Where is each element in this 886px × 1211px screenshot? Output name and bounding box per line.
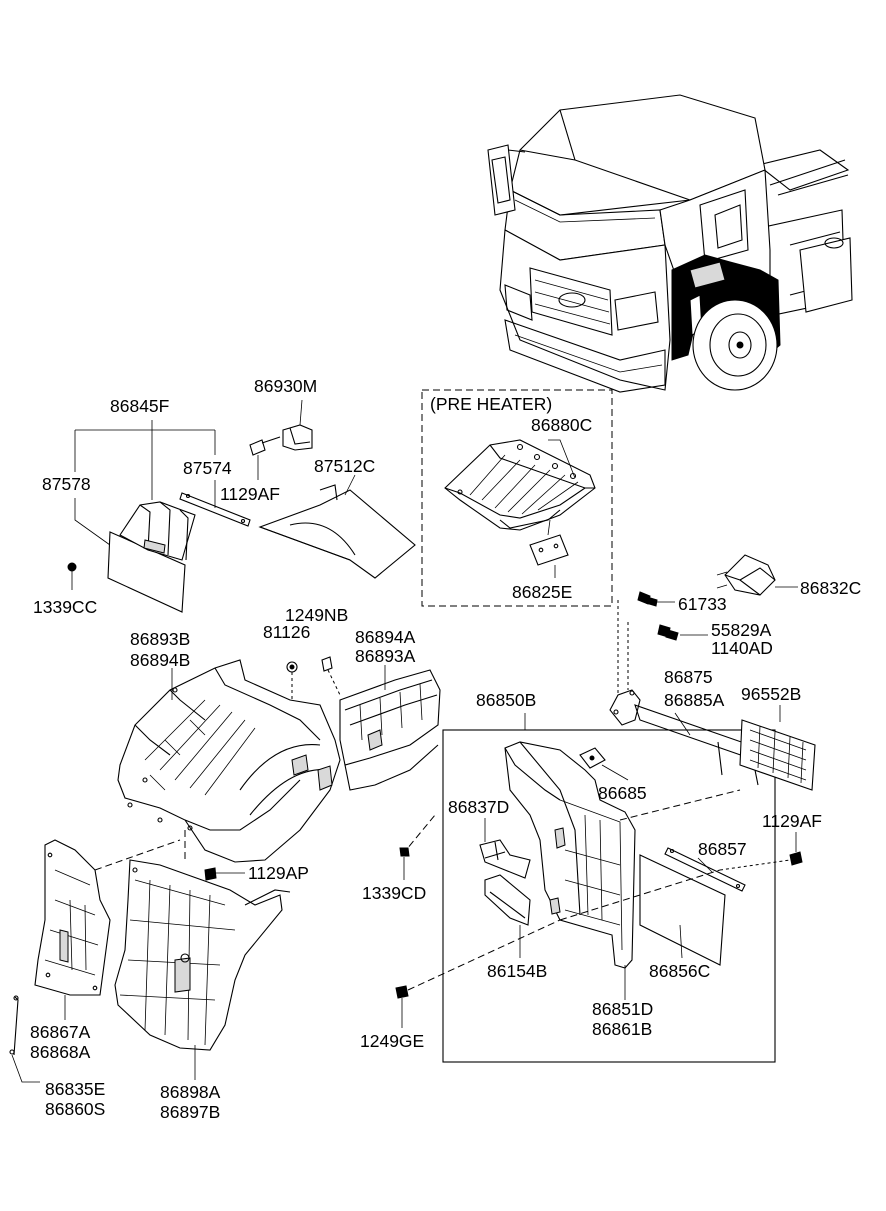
part-86894A-fender-rear	[339, 669, 441, 791]
leader-86825E-link	[547, 519, 551, 536]
truck-illustration	[487, 94, 853, 393]
label-86868A: 86868A	[30, 1042, 91, 1062]
label-1129AF-right: 1129AF	[762, 811, 822, 831]
leader-stay-dotted	[617, 600, 629, 695]
leader-dashed-right	[401, 814, 721, 991]
part-86898A-inner-fender	[114, 859, 291, 1051]
label-86850B: 86850B	[476, 690, 536, 710]
label-87512C: 87512C	[314, 456, 375, 476]
part-86685-pad	[579, 747, 629, 781]
label-86845F: 86845F	[110, 396, 169, 416]
label-1339CC: 1339CC	[33, 597, 97, 617]
leader-87578	[74, 498, 111, 546]
label-1129AP: 1129AP	[248, 863, 309, 883]
label-1249NB: 1249NB	[285, 605, 348, 625]
label-86897B: 86897B	[160, 1102, 220, 1122]
part-61733-bolt	[637, 591, 675, 607]
part-1129AP-bolt	[204, 867, 245, 881]
label-1129AF-top: 1129AF	[220, 484, 280, 504]
part-87578-mudguard	[107, 501, 196, 613]
label-86894A: 86894A	[355, 627, 416, 647]
mudflap-group-box	[442, 729, 776, 1063]
label-86860S: 86860S	[45, 1099, 105, 1119]
leader-86857-dotted	[719, 859, 791, 871]
part-87574-strip	[179, 492, 251, 527]
label-86898A: 86898A	[160, 1082, 221, 1102]
label-86894B: 86894B	[130, 650, 190, 670]
label-55829A: 55829A	[711, 620, 772, 640]
label-86851D: 86851D	[592, 999, 653, 1019]
label-1140AD: 1140AD	[711, 638, 773, 658]
label-86825E: 86825E	[512, 582, 572, 602]
leader-dashed-stay	[619, 789, 741, 821]
label-1249GE: 1249GE	[360, 1031, 424, 1051]
label-87574: 87574	[183, 458, 232, 478]
part-86837D-bracket	[479, 818, 531, 879]
part-86875-stay	[609, 689, 759, 786]
part-96552B-reflector	[739, 705, 816, 791]
part-86856C-rubber-flap	[639, 854, 726, 966]
pre-heater-group-box	[421, 389, 613, 607]
part-81126-clip	[286, 661, 298, 700]
label-86154B: 86154B	[487, 961, 547, 981]
leader-86845F-bracket	[74, 420, 216, 500]
label-96552B: 96552B	[741, 684, 801, 704]
label-87578: 87578	[42, 474, 91, 494]
pre-heater-title: (PRE HEATER)	[430, 394, 552, 414]
label-61733: 61733	[678, 594, 727, 614]
part-86857-strip	[664, 847, 746, 892]
label-1339CD: 1339CD	[362, 883, 426, 903]
label-86832C: 86832C	[800, 578, 861, 598]
part-1249GE-bolt	[395, 985, 409, 1028]
part-86851D-mudflap-frame	[504, 741, 636, 969]
label-86875: 86875	[664, 667, 713, 687]
leader-fender-dashed	[94, 830, 186, 871]
part-1249NB-bolt	[321, 656, 341, 696]
part-86880C-shape	[444, 439, 596, 531]
part-86825E-shape	[529, 534, 569, 566]
part-1129AF-top-bolt	[249, 436, 281, 480]
label-86893B: 86893B	[130, 629, 190, 649]
part-1339CC-clip	[67, 562, 77, 590]
label-86856C: 86856C	[649, 961, 710, 981]
part-86154B-bracket	[484, 874, 531, 958]
label-86857: 86857	[698, 839, 747, 859]
label-86835E: 86835E	[45, 1079, 105, 1099]
label-86880C: 86880C	[531, 415, 592, 435]
leader-86880C	[548, 439, 576, 479]
part-1339CD-clip	[399, 847, 410, 880]
part-86893B-fender-cover	[117, 659, 341, 863]
label-81126: 81126	[263, 622, 310, 642]
part-1129AF-right-bolt	[789, 832, 803, 866]
part-86835E-strip	[9, 995, 40, 1083]
part-55829A-bolt	[657, 624, 708, 641]
label-86867A: 86867A	[30, 1022, 91, 1042]
label-86930M: 86930M	[254, 376, 317, 396]
label-86837D: 86837D	[448, 797, 509, 817]
label-86893A: 86893A	[355, 646, 416, 666]
label-86861B: 86861B	[592, 1019, 652, 1039]
label-86685: 86685	[598, 783, 647, 803]
label-86885A: 86885A	[664, 690, 725, 710]
part-86832C-bracket	[716, 554, 798, 596]
part-87512C-panel	[258, 474, 416, 579]
part-86930M-bracket	[282, 399, 313, 451]
part-86867A-lower-panel	[34, 839, 111, 996]
